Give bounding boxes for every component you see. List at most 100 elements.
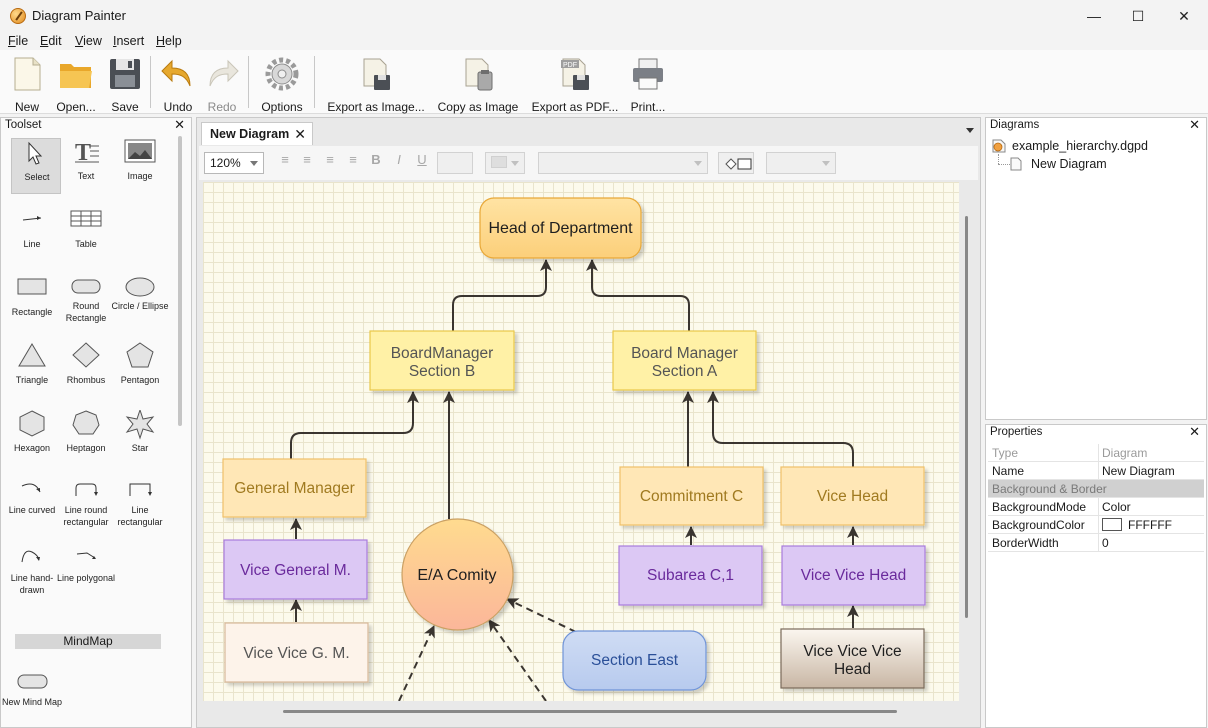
properties-panel: Properties ✕ Type Diagram Name New Diagr…	[985, 424, 1207, 728]
save-button[interactable]: Save	[106, 54, 144, 114]
mindmap-section-header[interactable]: MindMap	[15, 634, 161, 649]
diagram-canvas[interactable]: Head of Department BoardManager Section …	[203, 182, 959, 701]
toolbar-separator	[314, 56, 315, 108]
tab-new-diagram[interactable]: New Diagram ✕	[201, 122, 313, 145]
canvas-horizontal-scrollbar[interactable]	[283, 710, 897, 713]
print-button[interactable]: Print...	[628, 54, 668, 114]
node-vice-vice-gm[interactable]	[224, 622, 369, 683]
redo-button[interactable]: Redo	[202, 54, 242, 114]
property-section-background[interactable]: Background & Border	[988, 480, 1204, 498]
font-family-select[interactable]	[538, 152, 708, 174]
menu-insert[interactable]: Insert	[113, 34, 145, 48]
ellipse-icon	[125, 277, 155, 297]
tree-item-new-diagram[interactable]: New Diagram	[1031, 157, 1107, 171]
node-label: Board Manager	[631, 345, 738, 362]
menu-help[interactable]: Help	[156, 34, 182, 48]
fill-style-button[interactable]	[718, 152, 754, 174]
tool-select[interactable]: Select	[11, 138, 61, 194]
copy-image-button[interactable]: Copy as Image	[436, 54, 520, 114]
menu-file[interactable]: File	[8, 34, 29, 48]
node-label: Section B	[409, 363, 475, 380]
font-size-input[interactable]	[437, 152, 473, 174]
property-row-background-mode[interactable]: BackgroundMode Color	[988, 498, 1204, 516]
tool-new-mind-map[interactable]: New Mind Map	[2, 670, 62, 726]
toolset-scrollbar[interactable]	[178, 136, 182, 426]
tool-image[interactable]: Image	[115, 138, 165, 194]
tool-table[interactable]: Table	[61, 206, 111, 262]
tab-list-dropdown-icon[interactable]	[966, 128, 974, 133]
tool-line[interactable]: Line	[7, 206, 57, 262]
star-icon	[125, 408, 155, 440]
node-vice-vice-vice-head[interactable]	[780, 628, 925, 689]
tool-rectangle[interactable]: Rectangle	[7, 274, 57, 330]
node-label: Section A	[652, 363, 718, 380]
tool-line-polygonal[interactable]: Line polygonal	[57, 546, 115, 602]
tool-line-round-rectangular[interactable]: Line round rectangular	[61, 478, 111, 534]
bold-icon[interactable]: B	[371, 152, 381, 167]
node-board-manager-section-a[interactable]	[612, 330, 757, 391]
node-subarea-c1[interactable]	[618, 545, 763, 606]
minimize-button[interactable]: —	[1087, 8, 1101, 24]
toolset-title: Toolset	[5, 119, 42, 131]
property-row-border-width[interactable]: BorderWidth 0	[988, 534, 1204, 552]
underline-icon[interactable]: U	[417, 152, 427, 167]
export-image-button[interactable]: Export as Image...	[327, 54, 425, 114]
close-properties-button[interactable]: ✕	[1189, 424, 1200, 439]
node-label: Vice Vice Vice	[803, 643, 901, 660]
tree-item-file[interactable]: example_hierarchy.dgpd	[1012, 139, 1148, 153]
tool-circle-ellipse[interactable]: Circle / Ellipse	[111, 274, 169, 330]
menu-view[interactable]: View	[75, 34, 102, 48]
tool-heptagon[interactable]: Heptagon	[61, 410, 111, 466]
tool-line-hand-drawn[interactable]: Line hand-drawn	[7, 546, 57, 602]
tool-star[interactable]: Star	[115, 408, 165, 466]
node-board-manager-section-b[interactable]	[369, 330, 515, 391]
italic-icon[interactable]: I	[397, 152, 401, 167]
align-left-icon[interactable]: ≡	[281, 152, 289, 167]
new-button[interactable]: New	[8, 54, 46, 114]
format-toolbar: 120% ≡ ≡ ≡ ≡ B I U	[199, 146, 978, 180]
menu-edit[interactable]: Edit	[40, 34, 62, 48]
maximize-button[interactable]: ☐	[1131, 7, 1145, 24]
tool-triangle[interactable]: Triangle	[7, 342, 57, 398]
node-vice-general-m[interactable]	[223, 539, 368, 600]
redo-arrow-icon	[204, 56, 240, 92]
round-elbow-line-icon	[75, 483, 98, 496]
node-label: E/A Comity	[417, 567, 496, 584]
node-vice-head[interactable]	[780, 466, 925, 526]
property-row-background-color[interactable]: BackgroundColor FFFFFF	[988, 516, 1204, 534]
diagrams-panel: Diagrams ✕ example_hierarchy.dgpd New Di…	[985, 117, 1207, 420]
node-head-of-department[interactable]	[479, 197, 642, 259]
tool-rhombus[interactable]: Rhombus	[61, 342, 111, 398]
node-section-east[interactable]	[562, 630, 707, 691]
node-general-manager[interactable]	[222, 458, 367, 518]
tool-line-curved[interactable]: Line curved	[7, 478, 57, 534]
align-center-icon[interactable]: ≡	[303, 152, 311, 167]
close-toolset-button[interactable]: ✕	[174, 117, 185, 132]
diagram-file-icon	[992, 139, 1006, 153]
rhombus-icon	[72, 342, 100, 368]
tool-pentagon[interactable]: Pentagon	[115, 342, 165, 398]
text-color-select[interactable]	[485, 152, 525, 174]
options-button[interactable]: Options	[258, 54, 306, 114]
undo-button[interactable]: Undo	[158, 54, 198, 114]
open-button[interactable]: Open...	[54, 54, 98, 114]
node-commitment-c[interactable]	[619, 466, 764, 526]
align-justify-icon[interactable]: ≡	[349, 152, 357, 167]
tool-hexagon[interactable]: Hexagon	[7, 410, 57, 466]
close-diagrams-button[interactable]: ✕	[1189, 117, 1200, 132]
tool-round-rectangle[interactable]: Round Rectangle	[61, 274, 111, 330]
align-right-icon[interactable]: ≡	[326, 152, 334, 167]
zoom-select[interactable]: 120%	[204, 152, 264, 174]
main-toolbar: New Open... Save Undo Redo Options	[0, 50, 1208, 114]
canvas-vertical-scrollbar[interactable]	[965, 216, 968, 618]
line-style-select[interactable]	[766, 152, 836, 174]
node-ea-comity[interactable]	[401, 518, 514, 631]
tool-text[interactable]: T Text	[61, 138, 111, 194]
undo-arrow-icon	[160, 56, 196, 92]
close-button[interactable]: ✕	[1178, 7, 1190, 24]
node-vice-vice-head[interactable]	[781, 545, 926, 606]
close-tab-icon[interactable]: ✕	[294, 126, 306, 142]
export-pdf-button[interactable]: PDF Export as PDF...	[532, 54, 618, 114]
property-row-name[interactable]: Name New Diagram	[988, 462, 1204, 480]
tool-line-rectangular[interactable]: Line rectangular	[115, 478, 165, 534]
